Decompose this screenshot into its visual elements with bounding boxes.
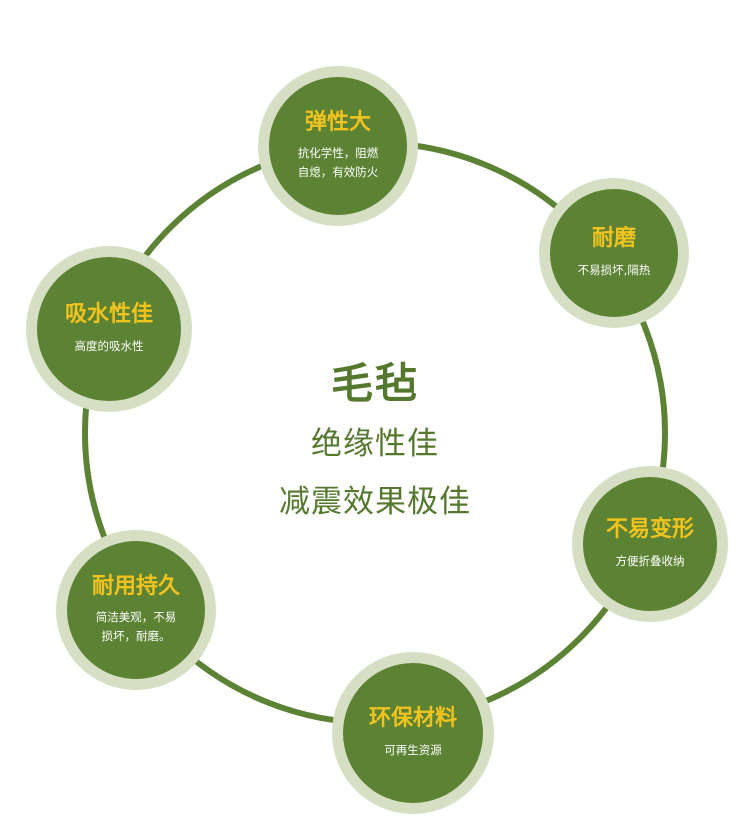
node-desc: 不易损坏,隔热 [577,262,651,277]
center-line-1: 绝缘性佳 [311,426,439,462]
node-title: 耐用持久 [91,573,180,599]
node-title: 不易变形 [605,517,694,543]
node-durable: 耐用持久 简洁美观，不易 损坏，耐磨。 [56,530,216,690]
node-title: 耐磨 [591,226,636,252]
node-wear-resistant: 耐磨 不易损坏,隔热 [539,178,689,328]
node-title: 环保材料 [368,706,457,732]
node-title: 吸水性佳 [64,302,153,328]
node-desc: 抗化学性，阻燃 自熄，有效防火 [297,146,379,180]
node-circle: 不易变形 方便折叠收纳 [583,477,717,611]
node-desc: 简洁美观，不易 损坏，耐磨。 [95,610,177,644]
node-desc: 方便折叠收纳 [615,553,685,568]
node-circle: 环保材料 可再生资源 [343,663,483,803]
node-desc: 可再生资源 [384,742,442,757]
node-elasticity: 弹性大 抗化学性，阻燃 自熄，有效防火 [258,66,418,226]
center-line-2: 减震效果极佳 [279,484,471,520]
node-circle: 吸水性佳 高度的吸水性 [37,257,181,401]
node-no-deformation: 不易变形 方便折叠收纳 [572,466,728,622]
node-desc: 高度的吸水性 [74,338,144,353]
node-circle: 弹性大 抗化学性，阻燃 自熄，有效防火 [269,77,407,215]
node-circle: 耐用持久 简洁美观，不易 损坏，耐磨。 [67,541,205,679]
node-absorbent: 吸水性佳 高度的吸水性 [26,246,192,412]
node-circle: 耐磨 不易损坏,隔热 [550,189,678,317]
center-title: 毛毡 [330,359,419,408]
node-title: 弹性大 [304,109,371,135]
node-eco-material: 环保材料 可再生资源 [332,652,494,814]
